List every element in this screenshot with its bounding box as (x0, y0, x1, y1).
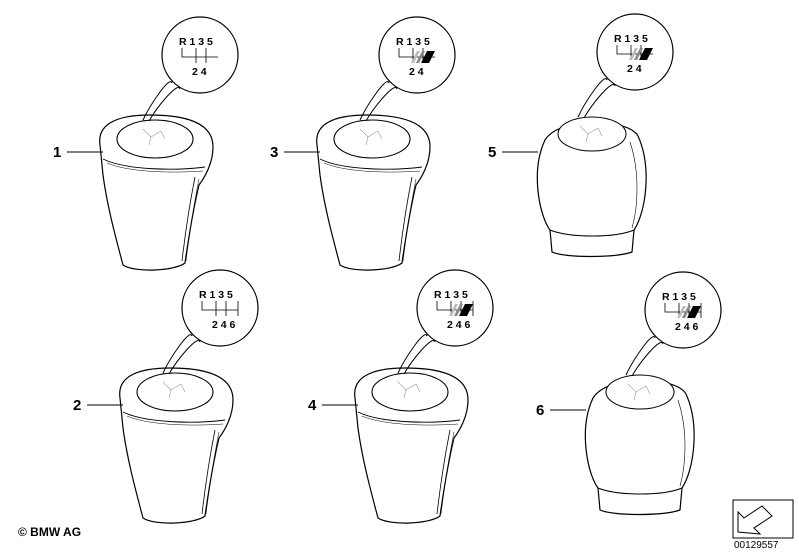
gear-pattern-callout: R 1 3 5 2 4 (577, 13, 674, 119)
gear-pattern-callout: R 1 3 5 2 4 6 (397, 269, 494, 375)
gear-pattern-callout: R 1 3 5 2 4 (142, 16, 239, 122)
gear-row-bottom: 2 4 (409, 66, 424, 78)
part-item-3: R 1 3 5 2 4 3 (270, 16, 456, 271)
gear-row-top: R 1 3 5 (614, 33, 648, 45)
m-logo-icon (411, 51, 435, 63)
gear-row-top: R 1 3 5 (662, 291, 696, 303)
m-logo-icon (677, 306, 701, 318)
gear-row-bottom: 2 4 6 (675, 321, 699, 333)
gear-knob-shape (584, 374, 695, 516)
gear-knob-shape (536, 116, 647, 258)
shift-grid-lines (181, 48, 218, 63)
gear-knob-shape (99, 114, 214, 271)
m-logo-icon (449, 304, 473, 316)
m-logo-icon (629, 48, 653, 60)
part-item-2: R 1 3 5 2 4 6 2 (73, 269, 259, 524)
part-number-label: 1 (53, 144, 61, 161)
gear-pattern-callout: R 1 3 5 2 4 6 (162, 269, 259, 375)
part-number-label: 6 (536, 402, 544, 419)
gear-row-bottom: 2 4 6 (447, 319, 471, 331)
part-item-6: R 1 3 5 2 4 6 6 (536, 271, 722, 516)
gear-row-top: R 1 3 5 (199, 289, 233, 301)
shift-grid-lines (201, 301, 239, 316)
part-number-label: 3 (270, 144, 278, 161)
gear-row-bottom: 2 4 (627, 63, 642, 75)
gear-knob-shape (354, 367, 469, 524)
gear-row-bottom: 2 4 6 (212, 319, 236, 331)
part-number-label: 2 (73, 397, 81, 414)
part-item-1: R 1 3 5 2 4 1 (53, 16, 239, 271)
copyright-text: © BMW AG (18, 525, 82, 539)
part-item-5: R 1 3 5 2 4 5 (488, 13, 674, 258)
part-item-4: R 1 3 5 2 4 6 4 (308, 269, 494, 524)
gear-row-top: R 1 3 5 (179, 36, 213, 48)
part-number-label: 4 (308, 397, 317, 414)
gear-knob-shape (316, 114, 431, 271)
gear-pattern-callout: R 1 3 5 2 4 6 (625, 271, 722, 377)
gear-knob-shape (119, 367, 234, 524)
shift-grid-lines (664, 303, 702, 318)
shift-grid-lines (436, 301, 474, 316)
gear-pattern-callout: R 1 3 5 2 4 (359, 16, 456, 122)
gear-row-top: R 1 3 5 (396, 36, 430, 48)
gear-row-top: R 1 3 5 (434, 289, 468, 301)
gear-row-bottom: 2 4 (192, 66, 207, 78)
arrow-direction-icon (732, 499, 794, 539)
part-number-label: 5 (488, 144, 496, 161)
document-number: 00129557 (734, 540, 779, 551)
